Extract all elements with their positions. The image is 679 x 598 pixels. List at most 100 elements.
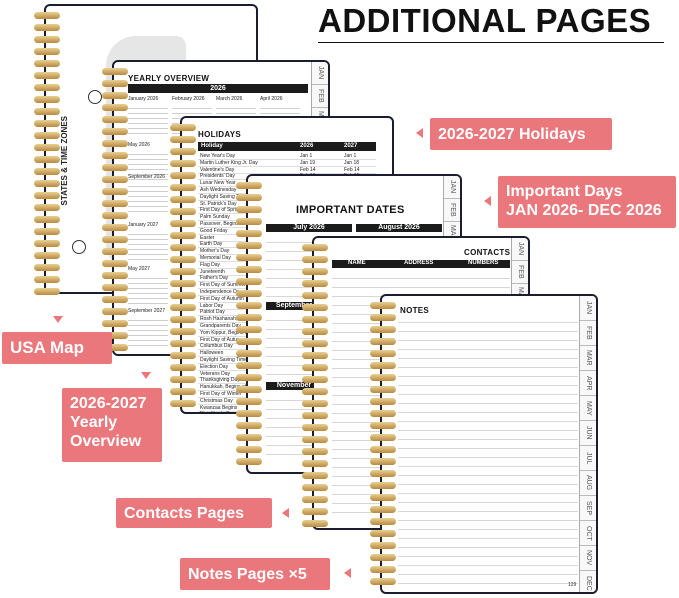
spiral-coil bbox=[170, 244, 196, 251]
spiral-coil bbox=[102, 140, 128, 147]
spiral-coil bbox=[102, 116, 128, 123]
spiral-coil bbox=[102, 236, 128, 243]
spiral-binding bbox=[370, 302, 396, 590]
month-tab[interactable]: APR bbox=[580, 371, 596, 396]
holiday-name: Martin Luther King Jr. Day bbox=[200, 159, 258, 166]
spiral-coil bbox=[34, 168, 60, 175]
month-tab[interactable]: JAN bbox=[580, 296, 596, 321]
spiral-coil bbox=[102, 92, 128, 99]
spiral-coil bbox=[102, 164, 128, 171]
spiral-coil bbox=[170, 340, 196, 347]
spiral-coil bbox=[170, 304, 196, 311]
spiral-coil bbox=[370, 494, 396, 501]
spiral-coil bbox=[170, 292, 196, 299]
spiral-coil bbox=[302, 268, 328, 275]
holiday-name: Columbus Day bbox=[200, 343, 233, 350]
month-tab[interactable]: JUL bbox=[580, 446, 596, 471]
spiral-binding bbox=[236, 182, 262, 470]
holidays-callout: 2026-2027 Holidays bbox=[430, 118, 612, 150]
spiral-coil bbox=[302, 412, 328, 419]
month-tab[interactable]: JAN bbox=[512, 238, 528, 261]
holiday-name: Labor Day bbox=[200, 302, 224, 309]
spiral-coil bbox=[302, 496, 328, 503]
holiday-name: Earth Day bbox=[200, 241, 223, 248]
spiral-coil bbox=[236, 182, 262, 189]
spiral-coil bbox=[102, 272, 128, 279]
spiral-coil bbox=[370, 458, 396, 465]
month-tab[interactable]: FEB bbox=[444, 199, 460, 222]
month-tab[interactable]: JUN bbox=[580, 421, 596, 446]
month-tab[interactable]: OCT bbox=[580, 521, 596, 546]
spiral-coil bbox=[102, 224, 128, 231]
arrow-left bbox=[484, 196, 491, 206]
holiday-date-2027: Jan 18 bbox=[344, 159, 360, 166]
mini-calendar bbox=[128, 230, 168, 260]
row-divider bbox=[198, 172, 376, 174]
spiral-coil bbox=[102, 68, 128, 75]
spiral-coil bbox=[236, 446, 262, 453]
spiral-coil bbox=[236, 350, 262, 357]
month-tab[interactable]: AUG bbox=[580, 471, 596, 496]
month-tab[interactable]: SEP bbox=[580, 496, 596, 521]
year-col-header: 2027 bbox=[344, 143, 358, 149]
month-label: May 2027 bbox=[128, 266, 150, 272]
yearly-callout: 2026-2027 Yearly Overview bbox=[62, 388, 162, 462]
holiday-date-2027: Feb 14 bbox=[344, 166, 360, 173]
spiral-coil bbox=[302, 244, 328, 251]
spiral-coil bbox=[102, 308, 128, 315]
spiral-coil bbox=[102, 80, 128, 87]
notes-title: NOTES bbox=[400, 306, 430, 315]
yearly-year-bar: 2026 bbox=[128, 84, 308, 93]
month-label: September 2027 bbox=[128, 308, 165, 314]
month-tab[interactable]: FEB bbox=[512, 261, 528, 284]
spiral-coil bbox=[170, 232, 196, 239]
month-tab[interactable]: FEB bbox=[312, 85, 328, 108]
mini-calendar bbox=[128, 150, 168, 180]
spiral-coil bbox=[170, 124, 196, 131]
spiral-coil bbox=[236, 314, 262, 321]
spiral-coil bbox=[302, 364, 328, 371]
spiral-coil bbox=[170, 148, 196, 155]
month-tab[interactable]: FEB bbox=[580, 321, 596, 346]
holiday-name: Halloween bbox=[200, 350, 224, 357]
spiral-coil bbox=[236, 290, 262, 297]
spiral-coil bbox=[236, 194, 262, 201]
spiral-coil bbox=[236, 398, 262, 405]
month-tab[interactable]: MAR bbox=[580, 346, 596, 371]
spiral-coil bbox=[236, 254, 262, 261]
spiral-coil bbox=[370, 314, 396, 321]
spiral-coil bbox=[236, 242, 262, 249]
month-label: January 2026 bbox=[128, 96, 159, 102]
spiral-coil bbox=[370, 578, 396, 585]
spiral-coil bbox=[302, 520, 328, 527]
yearly-title: YEARLY OVERVIEW bbox=[128, 74, 210, 83]
row-divider bbox=[198, 165, 376, 167]
holiday-name: Election Day bbox=[200, 363, 229, 370]
spiral-coil bbox=[302, 484, 328, 491]
spiral-coil bbox=[170, 160, 196, 167]
month-tab[interactable]: DEC bbox=[580, 571, 596, 592]
spiral-coil bbox=[236, 206, 262, 213]
holiday-date-2026: Jan 19 bbox=[300, 159, 316, 166]
spiral-coil bbox=[302, 436, 328, 443]
spiral-coil bbox=[34, 144, 60, 151]
spiral-coil bbox=[302, 400, 328, 407]
spiral-coil bbox=[302, 256, 328, 263]
spiral-coil bbox=[170, 364, 196, 371]
contacts-title: CONTACTS bbox=[464, 248, 511, 257]
month-tab[interactable]: NOV bbox=[580, 546, 596, 571]
spiral-coil bbox=[236, 326, 262, 333]
spiral-coil bbox=[370, 434, 396, 441]
spiral-coil bbox=[170, 328, 196, 335]
page-number: 129 bbox=[568, 582, 577, 588]
spiral-coil bbox=[370, 362, 396, 369]
month-label: September 2026 bbox=[128, 174, 165, 180]
month-tab[interactable]: JAN bbox=[444, 176, 460, 199]
month-tab[interactable]: JAN bbox=[312, 62, 328, 85]
spiral-coil bbox=[170, 280, 196, 287]
month-tab[interactable]: MAY bbox=[580, 396, 596, 421]
spiral-coil bbox=[102, 152, 128, 159]
arrow-left bbox=[416, 128, 423, 138]
